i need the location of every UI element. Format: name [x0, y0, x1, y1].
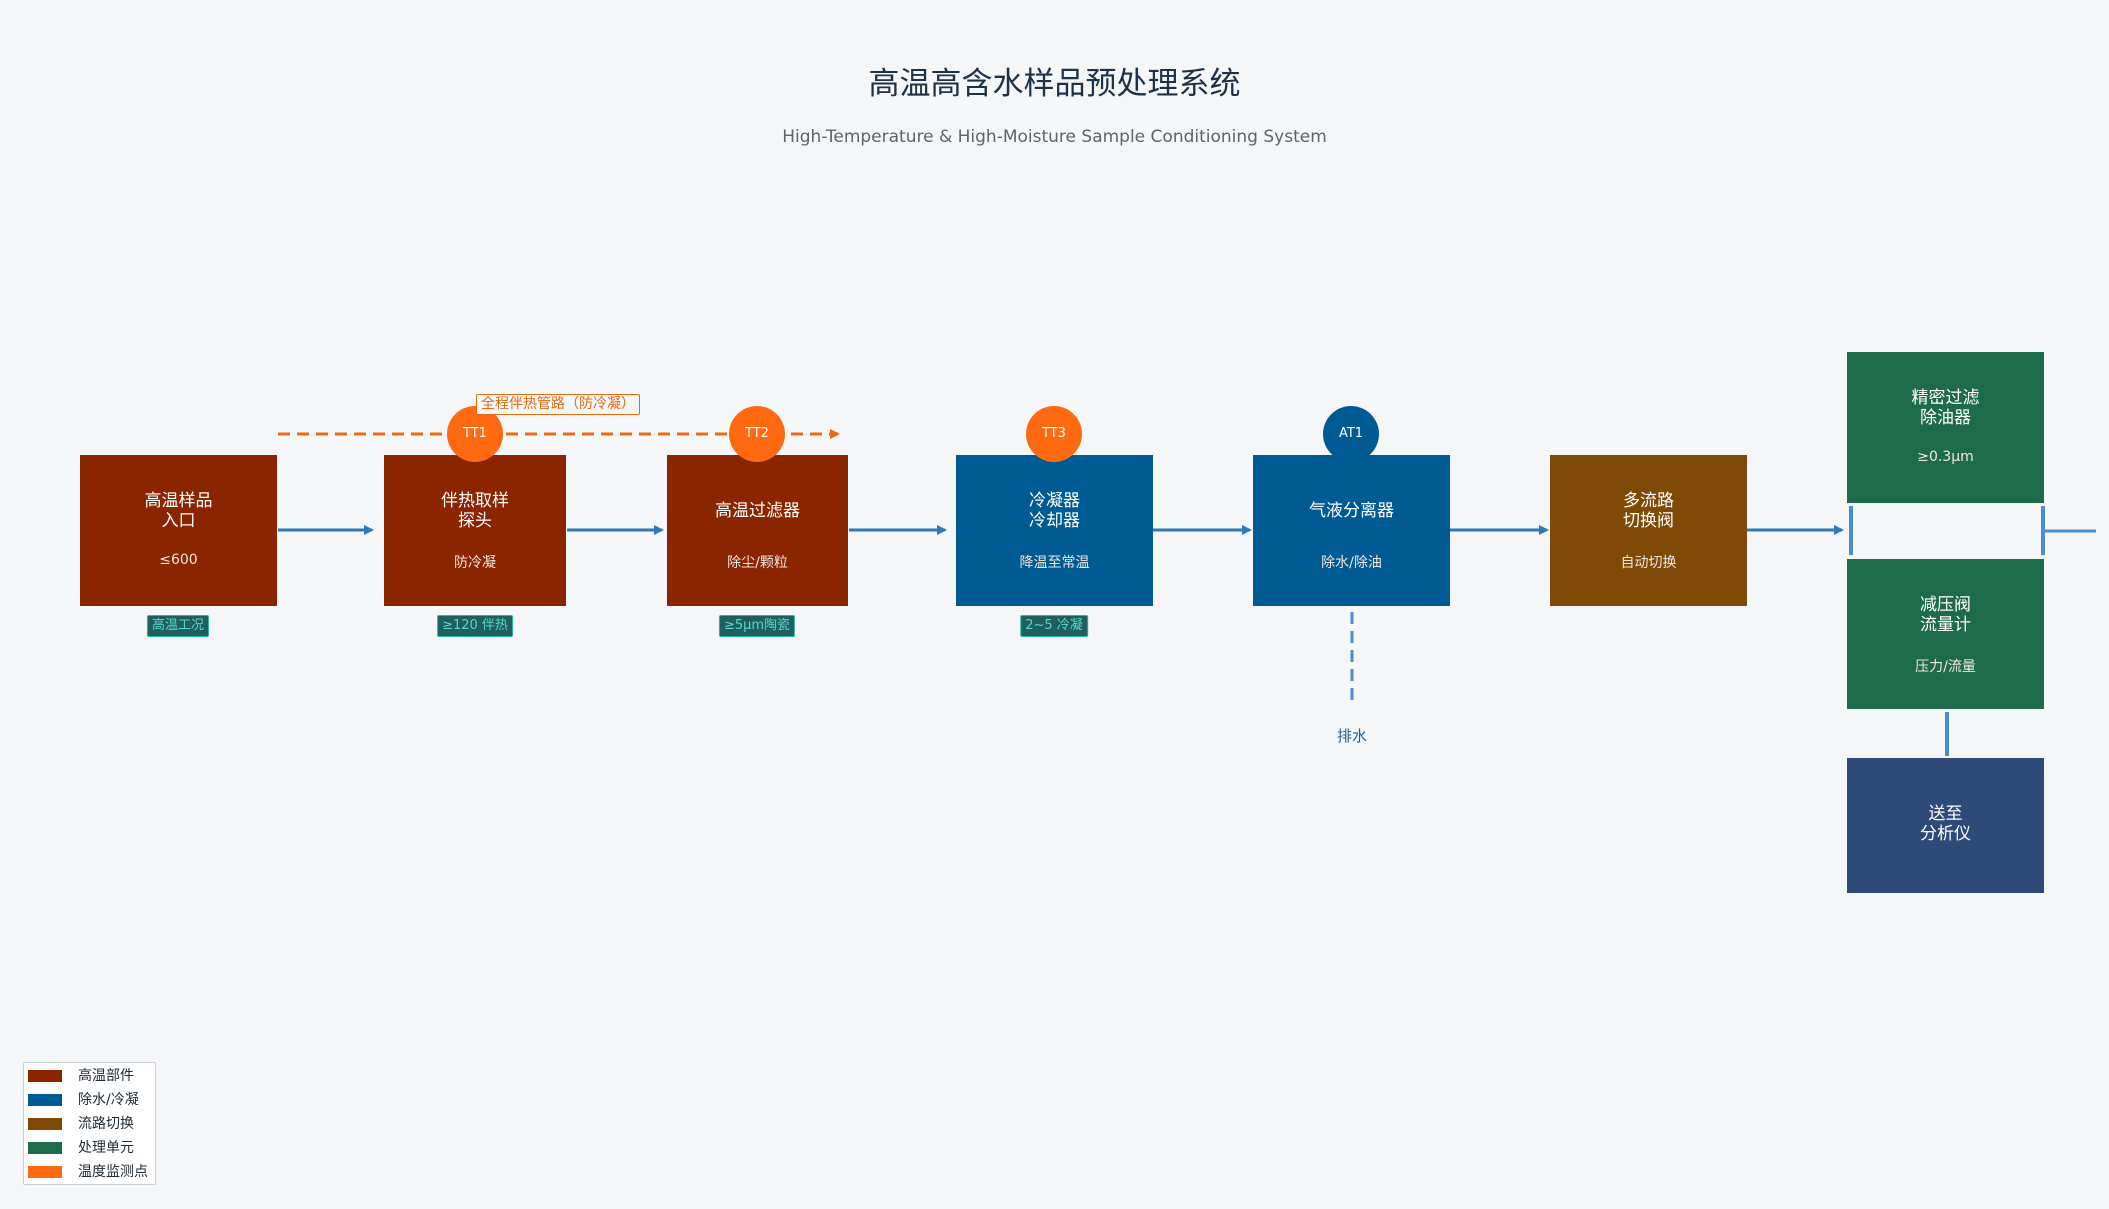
- node-hot-filter[interactable]: 高温过滤器 除尘/颗粒: [667, 455, 848, 606]
- legend-label-water-removal: 除水/冷凝: [78, 1092, 139, 1108]
- node-probe[interactable]: 伴热取样 探头 防冷凝: [384, 455, 566, 606]
- tag-probe: ≥120 伴热: [437, 615, 513, 637]
- legend-label-processing: 处理单元: [78, 1140, 134, 1156]
- legend-swatch-processing: [28, 1142, 62, 1154]
- node-fine-filter-sub: ≥0.3μm: [1917, 449, 1974, 465]
- legend-swatch-switching: [28, 1118, 62, 1130]
- drain-label: 排水: [1336, 727, 1368, 745]
- diagram-title: 高温高含水样品预处理系统: [868, 66, 1241, 102]
- sensor-tt1[interactable]: TT1: [447, 406, 503, 462]
- node-fine-filter-name: 精密过滤 除油器: [1911, 388, 1980, 428]
- node-separator-name: 气液分离器: [1309, 501, 1394, 521]
- node-separator-sub: 除水/除油: [1321, 555, 1382, 571]
- node-pressure-reducer-name: 减压阀 流量计: [1920, 595, 1971, 635]
- legend-label-switching: 流路切换: [78, 1116, 134, 1132]
- node-fine-filter[interactable]: 精密过滤 除油器 ≥0.3μm: [1847, 352, 2044, 503]
- tag-condenser: 2~5 冷凝: [1020, 615, 1088, 637]
- node-switch-valve-name: 多流路 切换阀: [1623, 491, 1674, 531]
- node-analyzer[interactable]: 送至 分析仪: [1847, 758, 2044, 893]
- node-analyzer-name: 送至 分析仪: [1920, 804, 1971, 844]
- sensor-tt2[interactable]: TT2: [729, 406, 785, 462]
- node-pressure-reducer[interactable]: 减压阀 流量计 压力/流量: [1847, 559, 2044, 709]
- node-inlet-name: 高温样品 入口: [144, 491, 213, 531]
- node-condenser[interactable]: 冷凝器 冷却器 降温至常温: [956, 455, 1153, 606]
- legend-swatch-temp-monitor: [28, 1166, 62, 1178]
- node-pressure-reducer-sub: 压力/流量: [1915, 659, 1976, 675]
- legend: 高温部件 除水/冷凝 流路切换 处理单元 温度监测点: [23, 1062, 156, 1185]
- node-hot-filter-sub: 除尘/颗粒: [727, 555, 788, 571]
- node-hot-filter-name: 高温过滤器: [715, 501, 800, 521]
- legend-swatch-high-temp: [28, 1070, 62, 1082]
- node-condenser-name: 冷凝器 冷却器: [1029, 491, 1080, 531]
- node-inlet-sub: ≤600: [159, 552, 198, 568]
- legend-label-temp-monitor: 温度监测点: [78, 1164, 148, 1180]
- legend-swatch-water-removal: [28, 1094, 62, 1106]
- diagram-subtitle: High-Temperature & High-Moisture Sample …: [782, 127, 1327, 147]
- legend-label-high-temp: 高温部件: [78, 1068, 134, 1084]
- node-switch-valve[interactable]: 多流路 切换阀 自动切换: [1550, 455, 1747, 606]
- heat-trace-label: 全程伴热管路（防冷凝）: [476, 394, 640, 415]
- node-inlet[interactable]: 高温样品 入口 ≤600: [80, 455, 277, 606]
- node-probe-name: 伴热取样 探头: [441, 491, 509, 531]
- tag-hot-filter: ≥5μm陶瓷: [718, 615, 796, 637]
- tag-inlet: 高温工况: [146, 615, 210, 637]
- node-switch-valve-sub: 自动切换: [1620, 555, 1677, 571]
- sensor-tt3[interactable]: TT3: [1026, 406, 1082, 462]
- node-separator[interactable]: 气液分离器 除水/除油: [1253, 455, 1450, 606]
- node-condenser-sub: 降温至常温: [1019, 555, 1090, 571]
- sensor-at1[interactable]: AT1: [1323, 406, 1379, 462]
- node-probe-sub: 防冷凝: [454, 555, 496, 571]
